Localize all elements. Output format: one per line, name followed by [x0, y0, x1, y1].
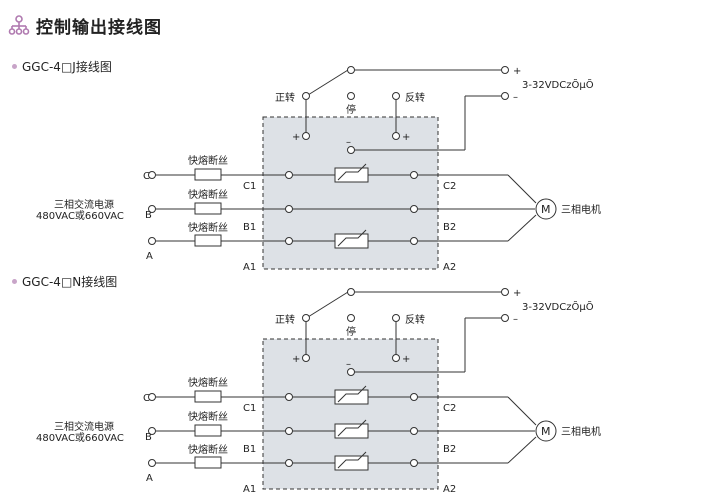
label-power-spec: 3-32VDCzÕµÕ [522, 300, 594, 313]
label-power-minus: – [513, 92, 518, 103]
bullet-dot [12, 64, 17, 69]
label-power-spec: 3-32VDCzÕµÕ [522, 78, 594, 91]
wiring-diagram-j: 正转 停 反转 + – 3-32VDCzÕµÕ + – + 快熔断丝 快熔断丝 … [36, 66, 601, 273]
diagram-label-j: GGC-4□J接线图 [12, 58, 112, 75]
label-terminal-minus: – [346, 359, 351, 370]
page-header: 控制输出接线图 [8, 12, 162, 38]
label-fuse-a: 快熔断丝 [188, 443, 228, 456]
label-terminal-plus-left: + [292, 354, 300, 365]
label-fuse-b: 快熔断丝 [188, 410, 228, 423]
label-terminal-plus-right: + [402, 132, 410, 143]
label-phase-c: C [143, 393, 150, 404]
label-phase-a: A [146, 251, 153, 262]
label-input-c1: C1 [243, 403, 256, 414]
label-fuse-c: 快熔断丝 [188, 154, 228, 167]
diagram-geometry [148, 288, 557, 490]
label-terminal-minus: – [346, 137, 351, 148]
label-stop: 停 [346, 325, 356, 338]
label-output-c2: C2 [443, 181, 456, 192]
wiring-diagram-n: 正转 停 反转 + – 3-32VDCzÕµÕ + – + 快熔断丝 快熔断丝 … [36, 288, 601, 495]
diagram-title: GGC-4□N接线图 [22, 275, 118, 289]
label-phase-c: C [143, 171, 150, 182]
label-phase-b: B [145, 210, 152, 221]
label-output-b2: B2 [443, 222, 456, 233]
label-input-c1: C1 [243, 181, 256, 192]
label-power-minus: – [513, 314, 518, 325]
label-input-b1: B1 [243, 444, 256, 455]
motor-symbol: M [541, 425, 551, 438]
page-title: 控制输出接线图 [36, 17, 162, 38]
label-stop: 停 [346, 103, 356, 116]
label-reverse: 反转 [405, 91, 425, 104]
label-forward: 正转 [275, 313, 295, 326]
label-phase-b: B [145, 432, 152, 443]
diagram-text: 正转 停 反转 + – 3-32VDCzÕµÕ + – + 快熔断丝 快熔断丝 … [36, 66, 601, 273]
label-fuse-b: 快熔断丝 [188, 188, 228, 201]
label-supply-1: 三相交流电源 [54, 420, 114, 433]
label-input-a1: A1 [243, 484, 256, 495]
diagram-title: GGC-4□J接线图 [22, 60, 112, 74]
label-reverse: 反转 [405, 313, 425, 326]
label-phase-a: A [146, 473, 153, 484]
diagram-text: 正转 停 反转 + – 3-32VDCzÕµÕ + – + 快熔断丝 快熔断丝 … [36, 288, 601, 495]
label-supply-2: 480VAC或660VAC [36, 432, 124, 444]
diagram-label-n: GGC-4□N接线图 [12, 273, 117, 290]
label-fuse-a: 快熔断丝 [188, 221, 228, 234]
label-output-b2: B2 [443, 444, 456, 455]
label-power-plus: + [513, 66, 521, 77]
label-input-b1: B1 [243, 222, 256, 233]
label-terminal-plus-right: + [402, 354, 410, 365]
label-fuse-c: 快熔断丝 [188, 376, 228, 389]
bullet-dot [12, 279, 17, 284]
label-output-a2: A2 [443, 484, 456, 495]
label-supply-2: 480VAC或660VAC [36, 210, 124, 222]
label-power-plus: + [513, 288, 521, 299]
label-forward: 正转 [275, 91, 295, 104]
label-terminal-plus-left: + [292, 132, 300, 143]
diagram-geometry [148, 66, 557, 270]
label-output-a2: A2 [443, 262, 456, 273]
label-input-a1: A1 [243, 262, 256, 273]
label-motor: 三相电机 [561, 203, 601, 216]
label-output-c2: C2 [443, 403, 456, 414]
label-motor: 三相电机 [561, 425, 601, 438]
motor-symbol: M [541, 203, 551, 216]
label-supply-1: 三相交流电源 [54, 198, 114, 211]
network-icon [8, 15, 30, 35]
